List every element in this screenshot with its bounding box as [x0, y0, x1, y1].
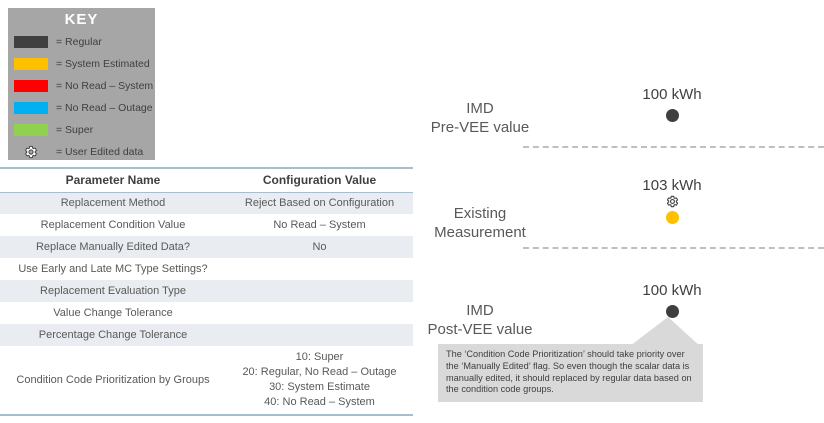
no-read-outage-swatch	[14, 102, 48, 114]
pre-vee-value-label: 100 kWh	[642, 86, 702, 103]
no-read-system-swatch	[14, 80, 48, 92]
callout-note: The ‘Condition Code Prioritization’ shou…	[438, 344, 703, 403]
col-header-configuration-value: Configuration Value	[226, 168, 413, 193]
section-label-line2: Pre-VEE value	[430, 119, 530, 136]
callout-pointer	[630, 317, 700, 346]
gear-icon	[14, 145, 48, 159]
section-divider	[523, 247, 824, 249]
table-row-condition-code-prioritization: Condition Code Prioritization by Groups …	[0, 346, 413, 415]
value-cell: No	[226, 236, 413, 258]
value-cell	[226, 302, 413, 324]
key-item-label: = No Read – System	[56, 80, 154, 92]
value-cell	[226, 258, 413, 280]
section-label-line2: Measurement	[434, 224, 526, 241]
value-cell: No Read – System	[273, 219, 366, 231]
param-cell: Condition Code Prioritization by Groups	[16, 374, 210, 386]
param-cell: Replacement Method	[0, 192, 226, 214]
user-edited-gear-icon	[666, 195, 679, 213]
table-row-early-late-mc-type: Use Early and Late MC Type Settings?	[0, 258, 413, 280]
param-cell: Value Change Tolerance	[53, 307, 173, 319]
table-row-replacement-evaluation-type: Replacement Evaluation Type	[0, 280, 413, 302]
system-estimated-swatch	[14, 58, 48, 70]
key-item-label: = User Edited data	[56, 146, 144, 158]
key-item-no-read-outage: = No Read – Outage	[8, 97, 155, 119]
key-title: KEY	[64, 11, 99, 28]
key-item-label: = Super	[56, 124, 94, 136]
key-item-user-edited: = User Edited data	[8, 141, 155, 163]
param-cell: Use Early and Late MC Type Settings?	[18, 263, 208, 275]
section-label-line1: IMD	[466, 302, 494, 319]
section-label-imd-post-vee: IMD Post-VEE value	[410, 301, 550, 339]
param-cell: Replace Manually Edited Data?	[0, 236, 226, 258]
key-item-regular: = Regular	[8, 31, 155, 53]
key-item-label: = Regular	[56, 36, 102, 48]
pre-vee-dot	[666, 109, 679, 122]
post-vee-value-label: 100 kWh	[642, 282, 702, 299]
section-label-line2: Post-VEE value	[427, 321, 533, 338]
value-cell	[226, 280, 413, 302]
regular-swatch	[14, 36, 48, 48]
section-divider	[523, 146, 824, 148]
section-label-imd-pre-vee: IMD Pre-VEE value	[410, 99, 550, 137]
param-cell: Percentage Change Tolerance	[0, 324, 226, 346]
key-item-label: = System Estimated	[56, 58, 150, 70]
value-cell	[226, 324, 413, 346]
value-cell: Reject Based on Configuration	[226, 192, 413, 214]
key-legend: KEY = Regular = System Estimated = No Re…	[8, 8, 155, 160]
section-label-existing-measurement: Existing Measurement	[410, 204, 550, 242]
table-row-percentage-change-tolerance: Percentage Change Tolerance	[0, 324, 413, 346]
post-vee-dot	[666, 305, 679, 318]
table-row-replacement-condition-value: Replacement Condition Value No Read – Sy…	[0, 214, 413, 236]
config-table: Parameter Name Configuration Value Repla…	[0, 167, 413, 416]
col-header-parameter-name: Parameter Name	[0, 168, 226, 193]
table-header-row: Parameter Name Configuration Value	[0, 168, 413, 193]
table-row-replace-manually-edited: Replace Manually Edited Data? No	[0, 236, 413, 258]
param-cell: Replacement Condition Value	[40, 219, 186, 231]
table-row-replacement-method: Replacement Method Reject Based on Confi…	[0, 192, 413, 214]
existing-measurement-dot	[666, 211, 679, 224]
key-item-no-read-system: = No Read – System	[8, 75, 155, 97]
table-row-value-change-tolerance: Value Change Tolerance	[0, 302, 413, 324]
key-item-system-estimated: = System Estimated	[8, 53, 155, 75]
super-swatch	[14, 124, 48, 136]
section-label-line1: Existing	[453, 205, 507, 222]
param-cell: Replacement Evaluation Type	[0, 280, 226, 302]
section-label-line1: IMD	[466, 100, 494, 117]
value-cell: 10: Super 20: Regular, No Read – Outage …	[242, 351, 397, 408]
key-item-super: = Super	[8, 119, 155, 141]
key-item-label: = No Read – Outage	[56, 102, 153, 114]
existing-measurement-value-label: 103 kWh	[642, 177, 702, 194]
